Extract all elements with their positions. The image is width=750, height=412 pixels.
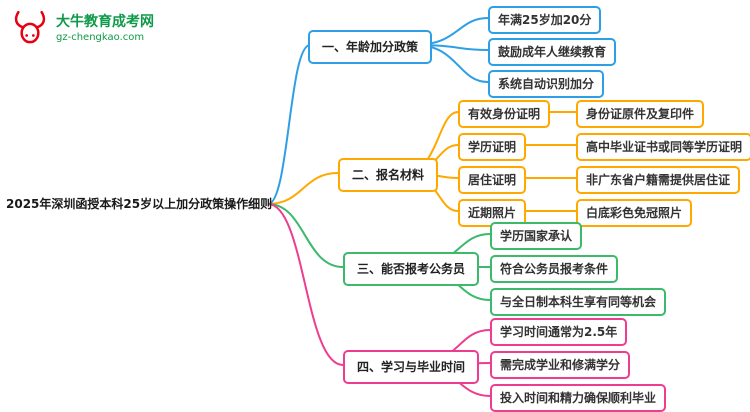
leaf-node: 学历证明 <box>458 133 527 161</box>
logo-title: 大牛教育成考网 <box>56 13 154 30</box>
leaf-node: 年满25岁加20分 <box>488 6 602 34</box>
leaf-node: 身份证原件及复印件 <box>576 100 705 128</box>
central-topic: 2025年深圳函授本科25岁以上加分政策操作细则 <box>6 197 273 211</box>
bull-logo-icon <box>14 10 46 44</box>
branch-civil-service-eligibility: 三、能否报考公务员 <box>343 252 480 286</box>
leaf-node: 需完成学业和修满学分 <box>490 351 631 379</box>
leaf-node: 学习时间通常为2.5年 <box>490 318 628 346</box>
branch-enrollment-materials: 二、报名材料 <box>338 158 439 192</box>
leaf-node: 白底彩色免冠照片 <box>576 199 693 227</box>
leaf-node: 有效身份证明 <box>458 100 551 128</box>
leaf-node: 高中毕业证书或同等学历证明 <box>576 133 750 161</box>
site-logo: 大牛教育成考网 gz-chengkao.com <box>10 8 154 48</box>
leaf-node: 居住证明 <box>458 166 527 194</box>
leaf-node: 非广东省户籍需提供居住证 <box>576 166 741 194</box>
leaf-node: 系统自动识别加分 <box>488 70 605 98</box>
branch-age-bonus-policy: 一、年龄加分政策 <box>308 30 433 64</box>
leaf-node: 鼓励成年人继续教育 <box>488 38 617 66</box>
leaf-node: 与全日制本科生享有同等机会 <box>490 288 667 316</box>
leaf-node: 学历国家承认 <box>490 222 583 250</box>
logo-domain: gz-chengkao.com <box>56 31 145 43</box>
leaf-node: 符合公务员报考条件 <box>490 255 619 283</box>
branch-study-graduation-time: 四、学习与毕业时间 <box>343 350 480 384</box>
leaf-node: 投入时间和精力确保顺利毕业 <box>490 384 667 412</box>
